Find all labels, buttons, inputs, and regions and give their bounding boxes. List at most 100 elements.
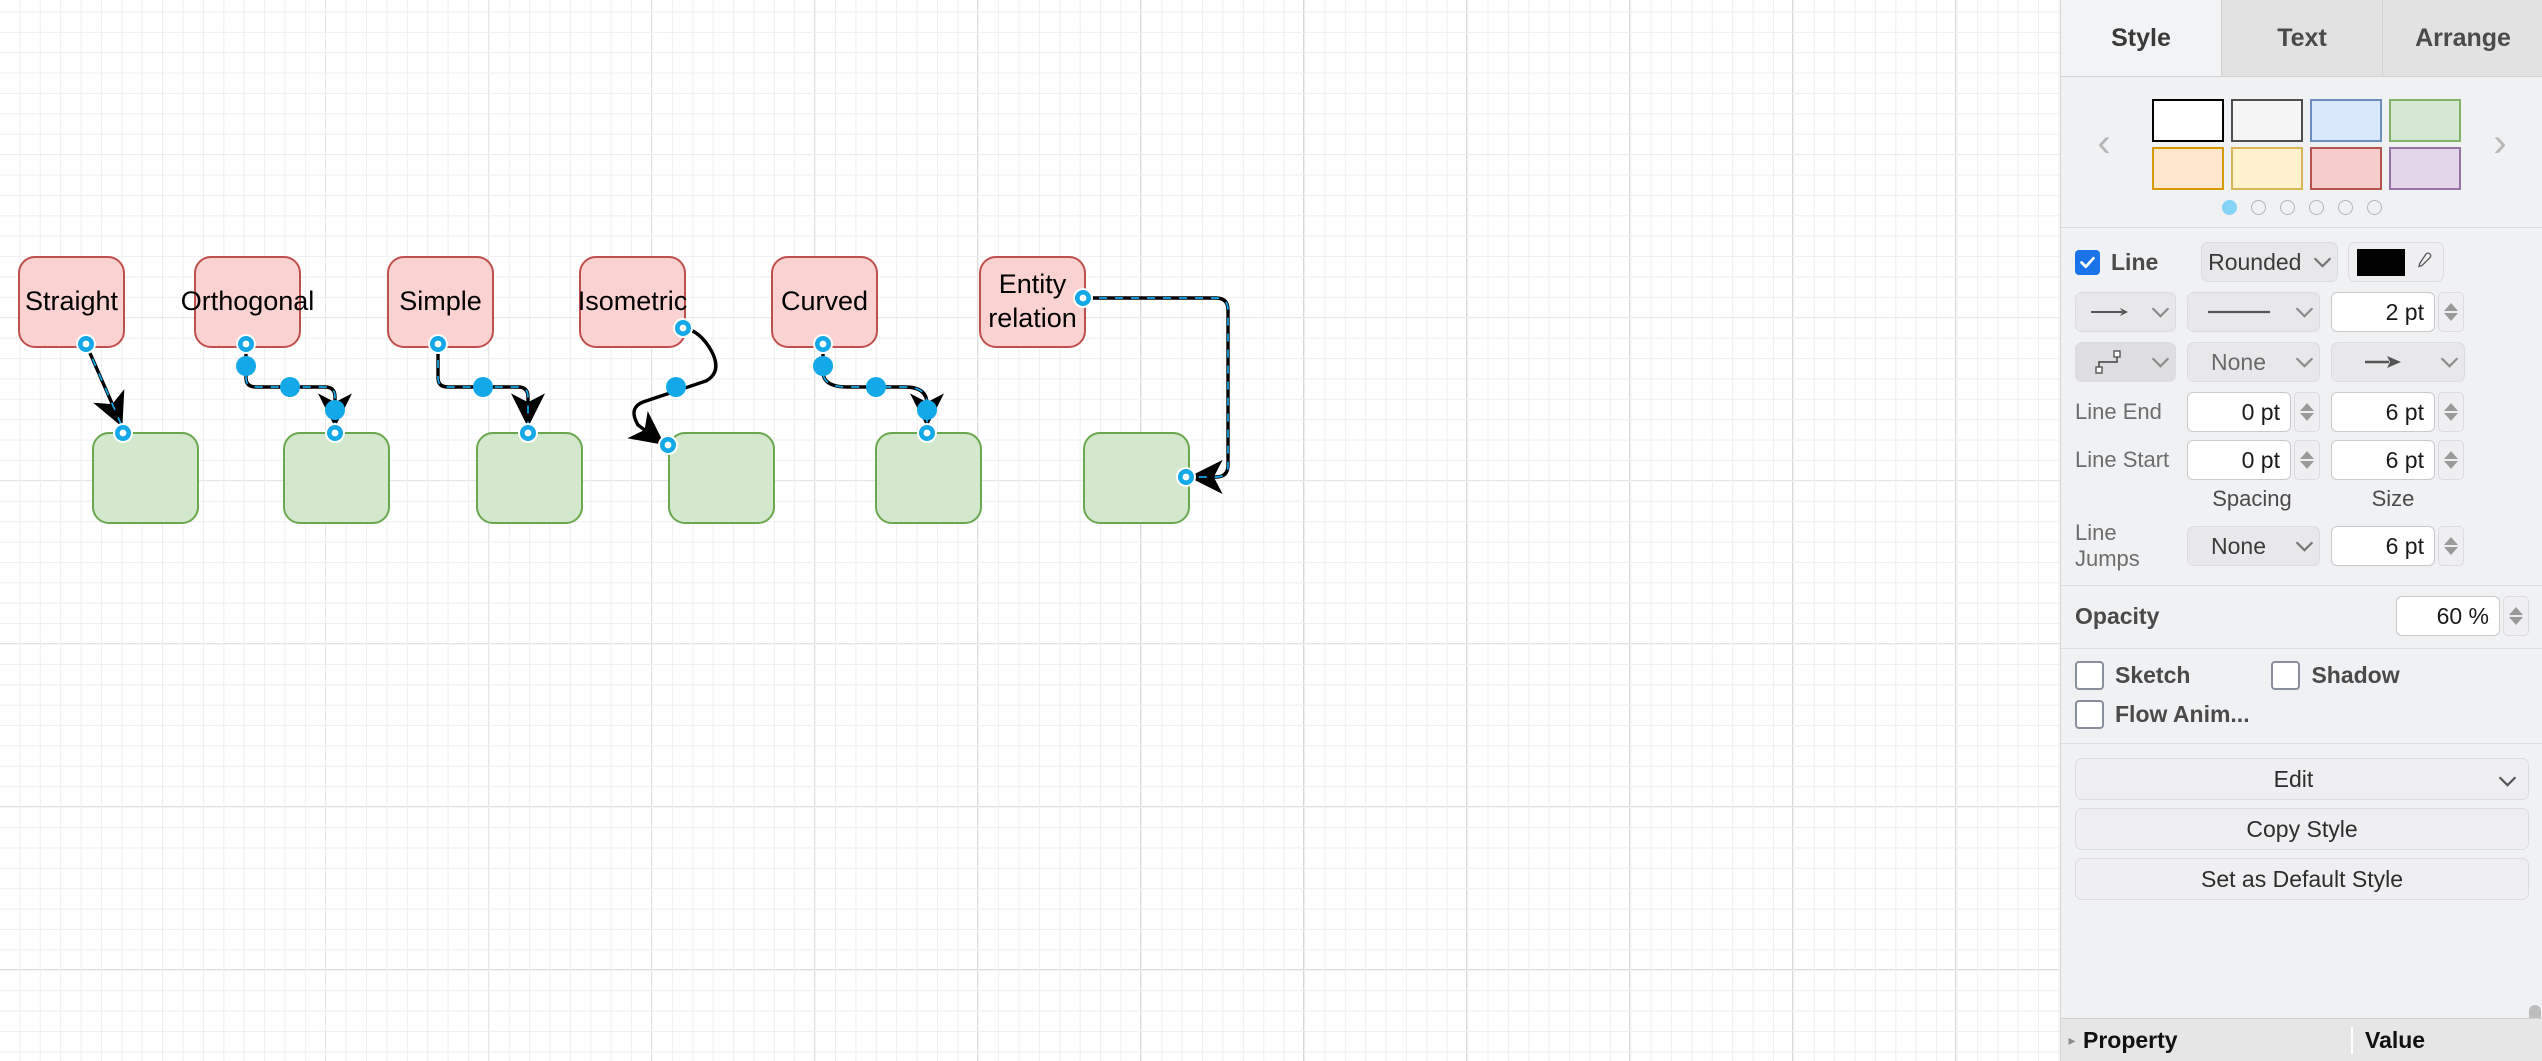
- shape-target-simple[interactable]: [476, 432, 583, 524]
- set-default-style-button[interactable]: Set as Default Style: [2075, 858, 2529, 900]
- line-dash-style-select[interactable]: [2187, 292, 2320, 332]
- swatch-yellow[interactable]: [2231, 147, 2303, 190]
- shape-target-orthogonal[interactable]: [283, 432, 390, 524]
- line-end-spacing-stepper[interactable]: [2294, 392, 2320, 432]
- tab-text[interactable]: Text: [2222, 0, 2383, 76]
- divider: [2061, 585, 2542, 586]
- shape-orthogonal[interactable]: Orthogonal: [181, 256, 314, 348]
- line-end-size-stepper[interactable]: [2438, 392, 2464, 432]
- edge-waypoint-handles[interactable]: [236, 356, 937, 420]
- triangle-right-icon[interactable]: ▸: [2068, 1031, 2076, 1048]
- chevron-down-icon: [2307, 257, 2337, 268]
- sketch-label: Sketch: [2115, 662, 2191, 688]
- copy-style-button[interactable]: Copy Style: [2075, 808, 2529, 850]
- swatch-light-gray[interactable]: [2231, 99, 2303, 142]
- palette-page-3[interactable]: [2280, 200, 2295, 215]
- edge-curved[interactable]: [821, 344, 944, 428]
- chevron-left-icon[interactable]: ‹: [2097, 121, 2111, 165]
- shadow-label: Shadow: [2311, 662, 2400, 688]
- chevron-right-icon[interactable]: ›: [2493, 121, 2507, 165]
- swatch-white[interactable]: [2152, 99, 2224, 142]
- tab-style[interactable]: Style: [2061, 0, 2222, 76]
- line-end-size-input[interactable]: 6 pt: [2331, 392, 2435, 432]
- line-waypoint-select[interactable]: [2075, 342, 2176, 382]
- line-arrow-style-select[interactable]: [2075, 292, 2176, 332]
- flow-animation-checkbox[interactable]: [2075, 700, 2104, 729]
- shadow-checkbox[interactable]: [2271, 661, 2301, 690]
- line-perimeter-value: Rounded: [2208, 248, 2302, 275]
- shape-label: Orthogonal: [180, 286, 315, 317]
- shape-target-isometric[interactable]: [668, 432, 775, 524]
- line-jumps-label: Line Jumps: [2075, 520, 2140, 571]
- line-jumps-size-input[interactable]: 6 pt: [2331, 526, 2435, 566]
- line-end-label: Line End: [2075, 399, 2162, 424]
- panel-scrollbar-track[interactable]: [2529, 628, 2541, 1048]
- shape-label: Isometric: [577, 286, 688, 317]
- line-start-spacing-input[interactable]: 0 pt: [2187, 440, 2291, 480]
- arrow-end-icon: [2365, 356, 2401, 368]
- orthogonal-waypoint-icon: [2094, 350, 2121, 374]
- sketch-checkbox[interactable]: [2075, 661, 2104, 690]
- line-start-size-input[interactable]: 6 pt: [2331, 440, 2435, 480]
- eyedropper-icon[interactable]: [2413, 252, 2433, 272]
- chevron-down-icon: [2499, 766, 2516, 793]
- tab-arrange[interactable]: Arrange: [2383, 0, 2542, 76]
- palette-page-1[interactable]: [2222, 200, 2237, 215]
- line-width-stepper[interactable]: [2438, 292, 2464, 332]
- flow-animation-label: Flow Anim...: [2115, 701, 2250, 727]
- shape-target-straight[interactable]: [92, 432, 199, 524]
- spacing-caption: Spacing: [2212, 486, 2292, 511]
- palette-page-4[interactable]: [2309, 200, 2324, 215]
- line-label: Line: [2111, 248, 2159, 275]
- shape-straight[interactable]: Straight: [18, 256, 125, 348]
- divider: [2061, 227, 2542, 228]
- swatch-red[interactable]: [2310, 147, 2382, 190]
- line-start-spacing-stepper[interactable]: [2294, 440, 2320, 480]
- palette-page-6[interactable]: [2367, 200, 2382, 215]
- swatch-orange[interactable]: [2152, 147, 2224, 190]
- line-width-input[interactable]: 2 pt: [2331, 292, 2435, 332]
- line-jumps-size-stepper[interactable]: [2438, 526, 2464, 566]
- line-start-select[interactable]: None: [2187, 342, 2320, 382]
- edge-straight[interactable]: [84, 343, 125, 428]
- palette-page-5[interactable]: [2338, 200, 2353, 215]
- edge-orthogonal[interactable]: [244, 344, 352, 428]
- value-column-header: Value: [2351, 1026, 2542, 1054]
- edge-simple[interactable]: [436, 344, 545, 428]
- chevron-down-icon: [2289, 357, 2319, 368]
- property-table-header: ▸ Property Value: [2061, 1018, 2542, 1061]
- shape-target-curved[interactable]: [875, 432, 982, 524]
- opacity-stepper[interactable]: [2503, 596, 2529, 636]
- swatch-green[interactable]: [2389, 99, 2461, 142]
- edge-layer: [76, 288, 1230, 494]
- line-start-size-stepper[interactable]: [2438, 440, 2464, 480]
- line-perimeter-select[interactable]: Rounded: [2201, 242, 2339, 282]
- swatch-blue[interactable]: [2310, 99, 2382, 142]
- edit-style-label: Edit: [2273, 765, 2314, 792]
- divider: [2061, 648, 2542, 649]
- swatch-purple[interactable]: [2389, 147, 2461, 190]
- format-panel-tabs: Style Text Arrange: [2061, 0, 2542, 77]
- line-jumps-select[interactable]: None: [2187, 526, 2320, 566]
- opacity-input[interactable]: 60 %: [2396, 596, 2500, 636]
- size-caption: Size: [2371, 486, 2415, 511]
- line-color-button[interactable]: [2348, 242, 2445, 282]
- shape-isometric[interactable]: Isometric: [577, 256, 688, 348]
- swatch-grid: [2152, 99, 2461, 190]
- divider: [2061, 743, 2542, 744]
- property-column-header: Property: [2083, 1026, 2178, 1053]
- shape-curved[interactable]: Curved: [771, 256, 878, 348]
- line-end-select[interactable]: [2331, 342, 2465, 382]
- diagram-canvas[interactable]: Straight Orthogonal Simple Isometric Cur…: [0, 0, 2060, 1061]
- edit-style-button[interactable]: Edit: [2075, 758, 2529, 800]
- line-checkbox[interactable]: [2075, 249, 2100, 275]
- palette-page-2[interactable]: [2251, 200, 2266, 215]
- line-end-spacing-input[interactable]: 0 pt: [2187, 392, 2291, 432]
- line-section: Line Rounded: [2061, 242, 2542, 572]
- shape-target-entity[interactable]: [1083, 432, 1190, 524]
- chevron-down-icon: [2145, 357, 2175, 368]
- palette-pager: [2061, 200, 2542, 215]
- shape-simple[interactable]: Simple: [387, 256, 494, 348]
- shape-entity-relation[interactable]: Entity relation: [979, 256, 1086, 348]
